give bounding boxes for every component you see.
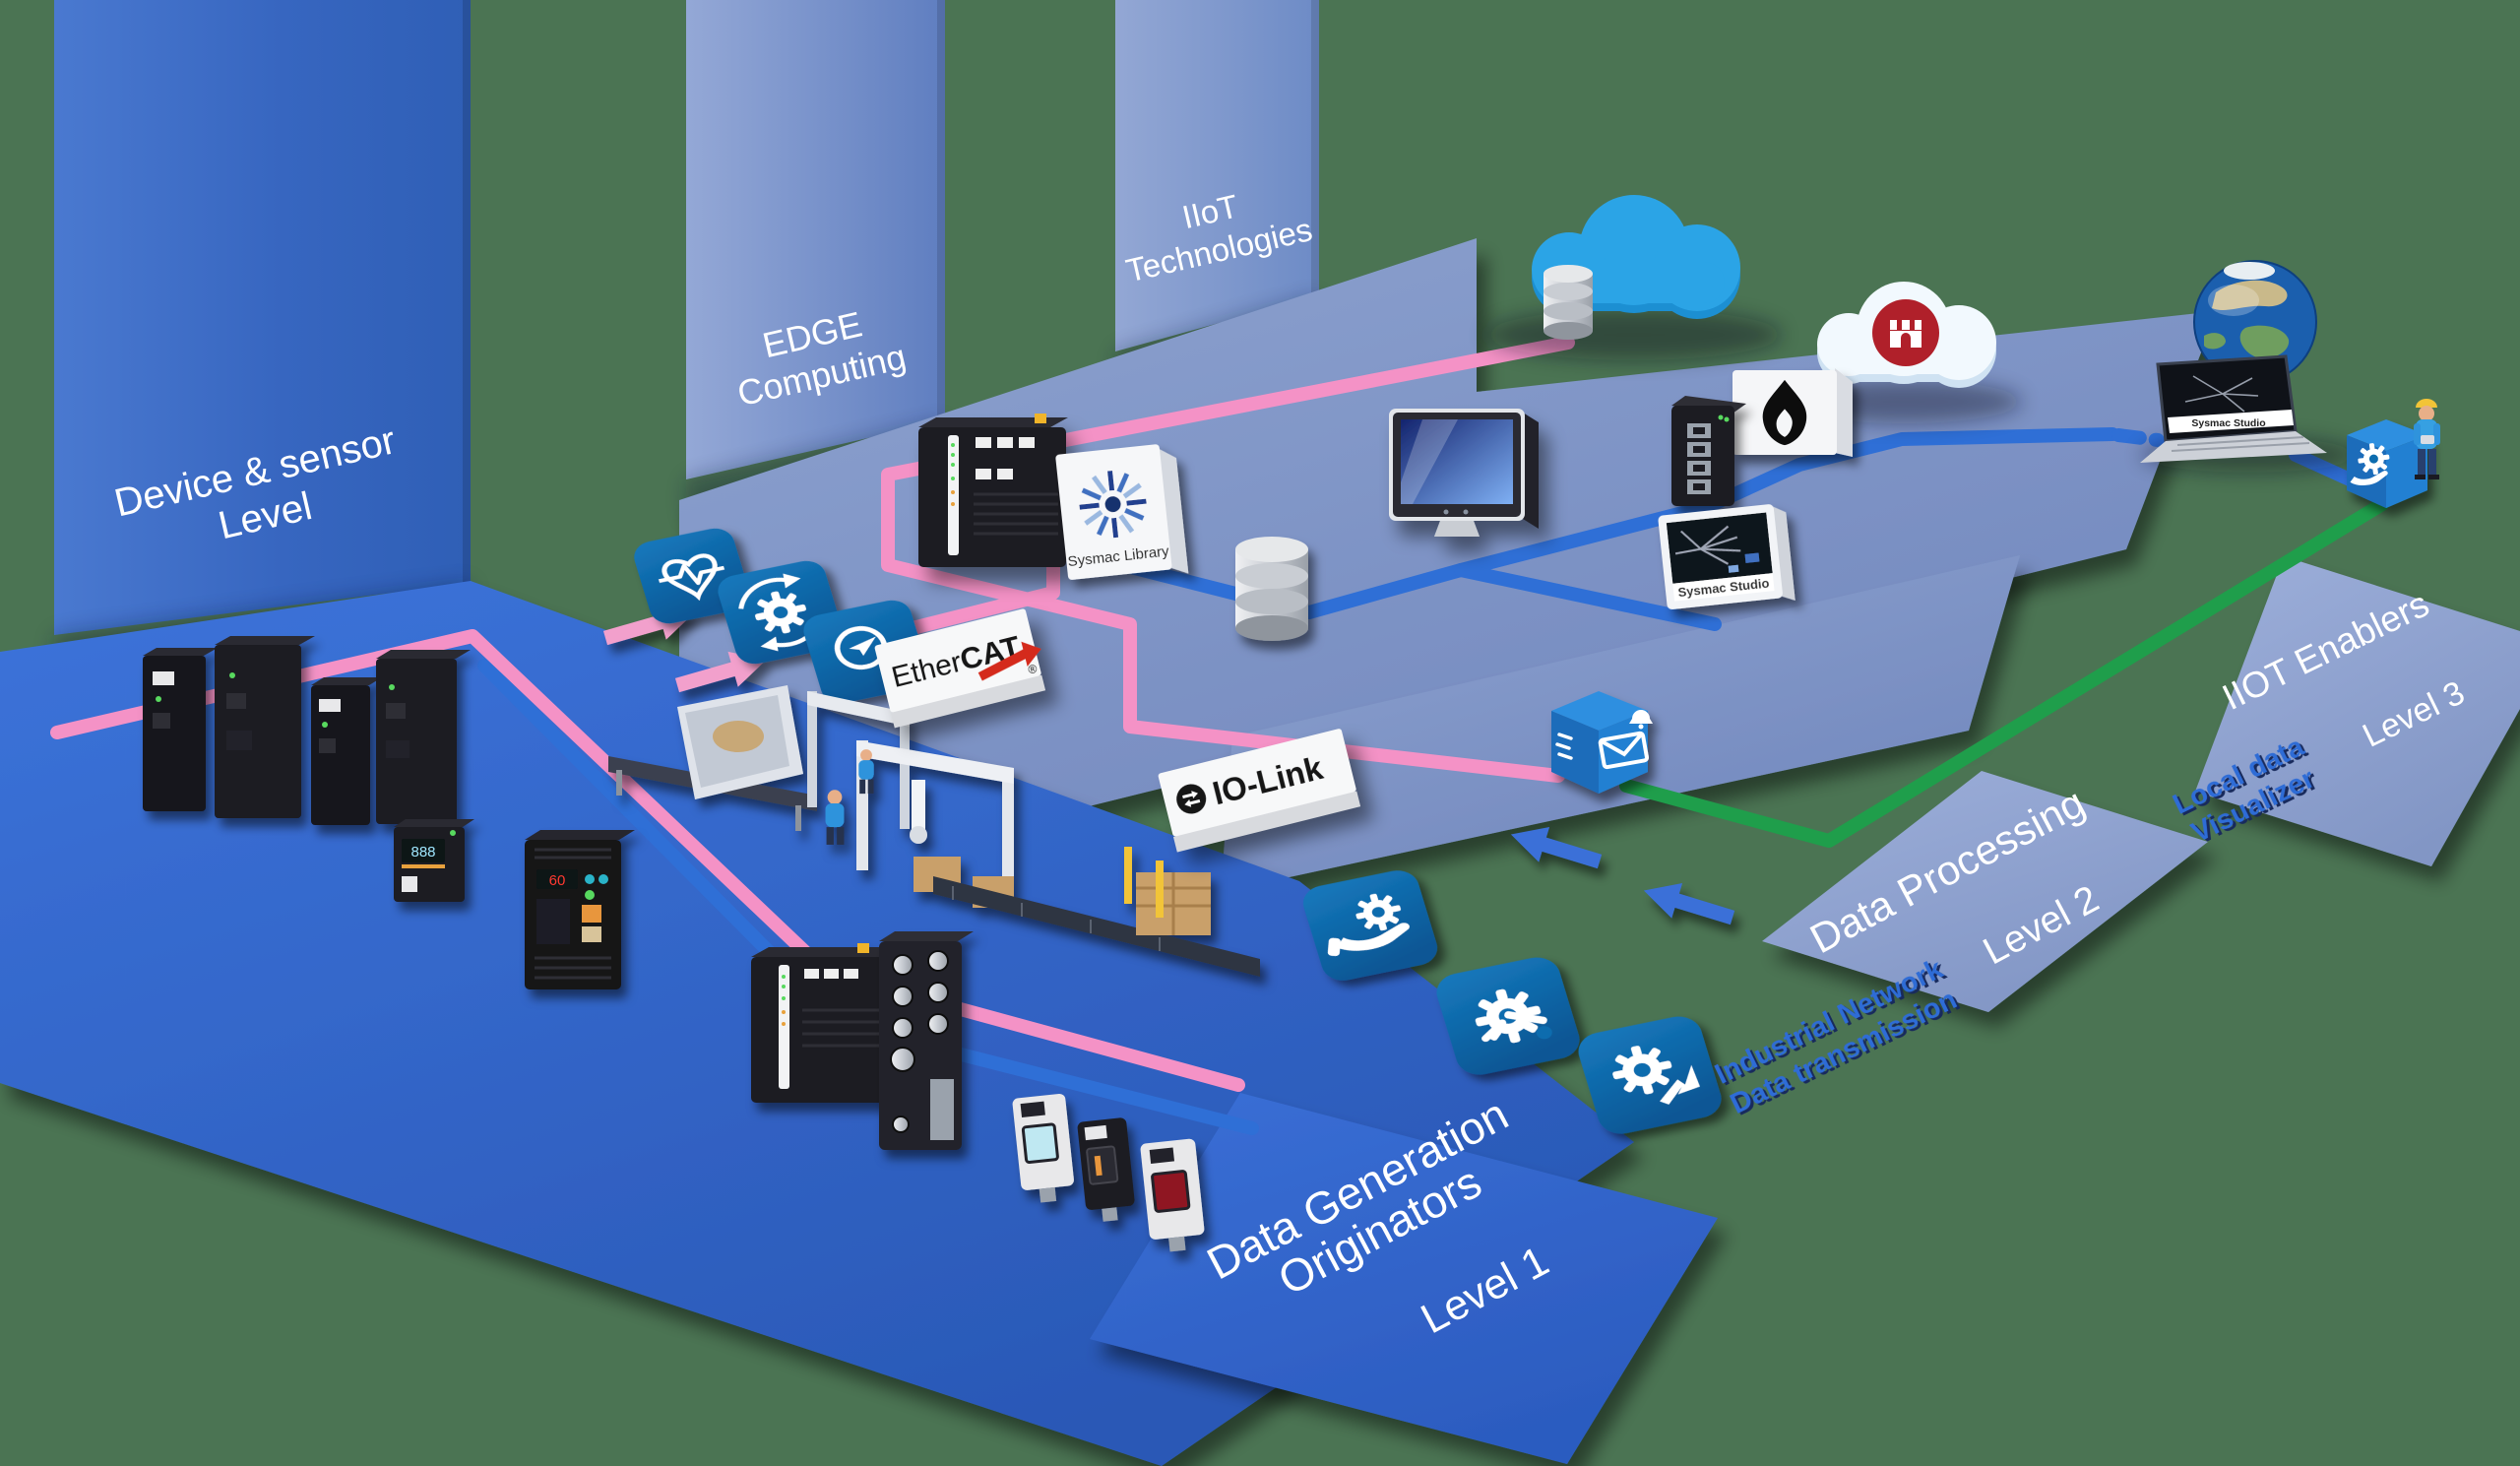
photoelectric-sensors [1012,1093,1205,1252]
level1-panel [1090,1093,1718,1464]
level2-panel [1762,771,2208,1012]
production-machinery [608,685,1260,977]
globe-icon [2193,260,2317,384]
inverter-drive: 60 [525,830,635,989]
edge-plc [918,414,1068,567]
machine-controller [751,943,899,1103]
flame-icon [1732,368,1853,457]
sysmac-library-box: Sysmac Library [1055,444,1189,580]
signal-converter: 888 [394,819,474,902]
database-cylinder [1235,537,1308,641]
ethercat-sign: EtherCAT ® [874,608,1046,729]
ethernet-switch [1671,396,1746,506]
gear-arrow-icon [1578,1016,1722,1134]
blue-wire-studio [1454,563,1722,631]
io-link-master-block [879,931,974,1150]
gear-tools-icon [1436,957,1580,1075]
level3-panel [2195,556,2520,866]
sysmac-library-logo [1079,471,1147,539]
laptop-icon: Sysmac Studio [2140,354,2327,463]
green-wire [1619,497,2389,848]
database-icon [1544,265,1593,340]
hmi-monitor [1389,409,1539,537]
laptop-label: Sysmac Studio [2191,417,2265,429]
power-supply-units [143,636,471,825]
castle-badge-cloud-icon [1817,282,1996,388]
wall-device-sensor-level: Device & sensor Level [54,0,471,682]
alarm-mail-cube-icon [1551,691,1653,794]
sysmac-studio-monitor: Sysmac Studio [1658,504,1796,609]
engineer-person [2414,399,2440,479]
hand-gear-icon [1302,870,1438,981]
ethercat-registered: ® [1027,662,1039,677]
svg-text:888: 888 [410,844,435,860]
hand-gear-cube-icon [2347,419,2427,508]
wall2-label: EDGE Computing [733,303,910,414]
svg-text:60: 60 [549,872,566,889]
io-link-sign: IO-Link [1158,729,1361,853]
cloud-shadow [1486,309,1782,360]
blue-dashed-wire [2111,428,2165,447]
